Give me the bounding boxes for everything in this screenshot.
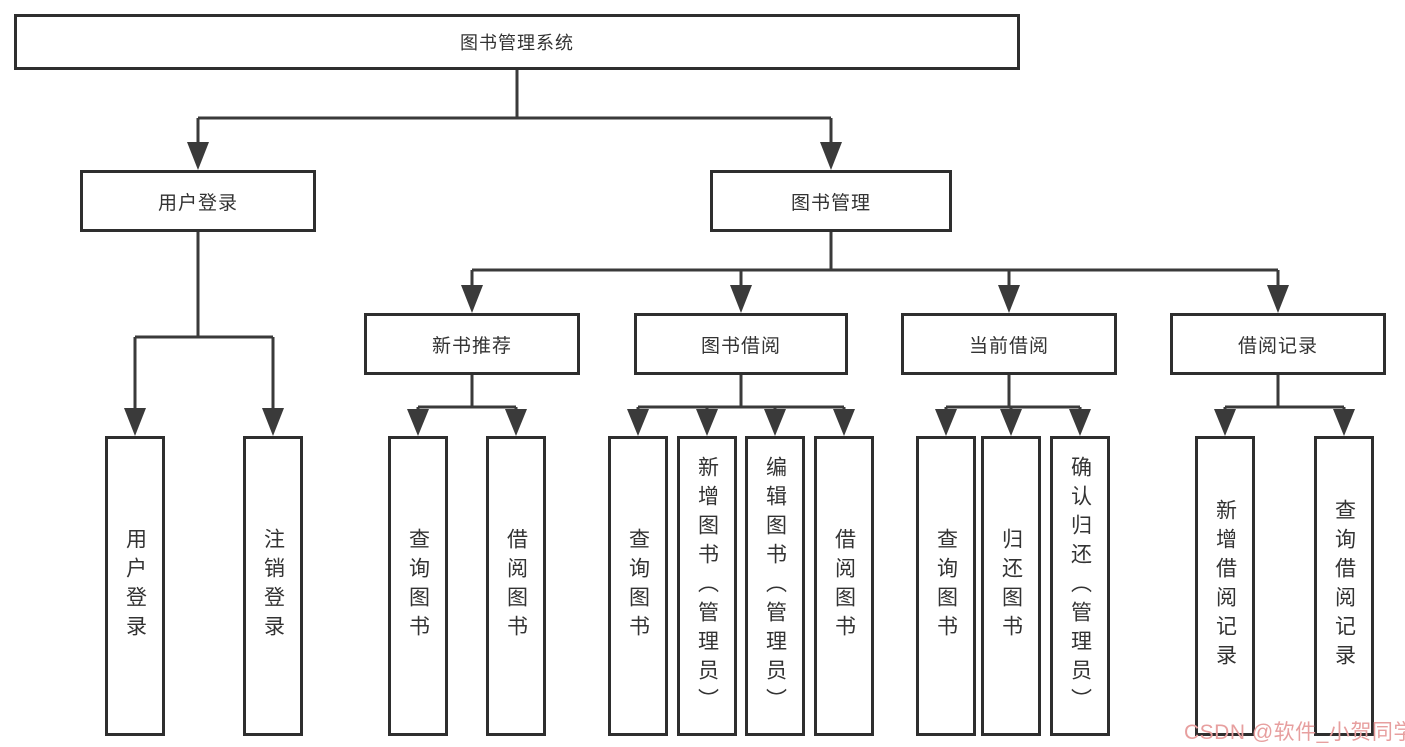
leaf-node-user-login: 用户登录 bbox=[105, 436, 165, 736]
branch-node-book-management: 图书管理 bbox=[710, 170, 952, 232]
leaf-node-return-books: 归还图书 bbox=[981, 436, 1041, 736]
leaf-node-logout: 注销登录 bbox=[243, 436, 303, 736]
group-node-current-borrowing: 当前借阅 bbox=[901, 313, 1117, 375]
leaf-node-confirm-return-admin: 确认归还（管理员） bbox=[1050, 436, 1110, 736]
branch-node-user-login: 用户登录 bbox=[80, 170, 316, 232]
leaf-node-query-books-recommend: 查询图书 bbox=[388, 436, 448, 736]
leaf-node-query-books-current: 查询图书 bbox=[916, 436, 976, 736]
group-node-book-borrowing: 图书借阅 bbox=[634, 313, 848, 375]
root-node-book-management-system: 图书管理系统 bbox=[14, 14, 1020, 70]
leaf-node-add-books-admin: 新增图书（管理员） bbox=[677, 436, 737, 736]
leaf-node-query-borrow-record: 查询借阅记录 bbox=[1314, 436, 1374, 736]
group-node-borrowing-records: 借阅记录 bbox=[1170, 313, 1386, 375]
csdn-watermark: CSDN @软件_小贺同学 bbox=[1184, 721, 1405, 744]
leaf-node-edit-books-admin: 编辑图书（管理员） bbox=[745, 436, 805, 736]
group-node-new-book-recommendation: 新书推荐 bbox=[364, 313, 580, 375]
leaf-node-query-books-borrowing: 查询图书 bbox=[608, 436, 668, 736]
leaf-node-borrow-books-borrowing: 借阅图书 bbox=[814, 436, 874, 736]
leaf-node-add-borrow-record: 新增借阅记录 bbox=[1195, 436, 1255, 736]
leaf-node-borrow-books-recommend: 借阅图书 bbox=[486, 436, 546, 736]
